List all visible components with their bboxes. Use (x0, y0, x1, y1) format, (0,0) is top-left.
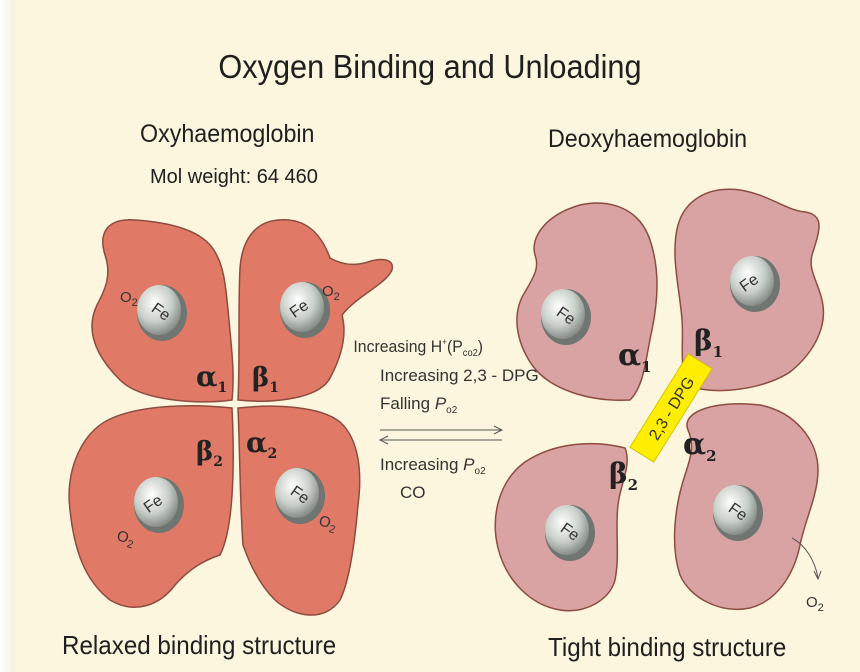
condition-increasing-h: Increasing H+(Pco2) (353, 337, 483, 359)
condition-increasing-po2: Increasing Po2 (380, 455, 486, 477)
fe-sphere-beta2: Fe (545, 505, 595, 561)
fe-sphere-alpha2: Fe (713, 485, 763, 541)
fe-sphere-alpha1: Fe (541, 289, 591, 345)
oxyhaemoglobin-structure (69, 220, 392, 615)
condition-falling-po2: Falling Po2 (380, 394, 458, 416)
condition-increasing-dpg: Increasing 2,3 - DPG (380, 366, 539, 385)
released-o2-label: O2 (806, 594, 824, 614)
fe-sphere-alpha2: Fe (275, 468, 325, 524)
fe-sphere-beta1: Fe (730, 256, 780, 312)
beta2-label: β2 (609, 457, 638, 494)
fe-sphere-beta2: Fe (134, 477, 184, 533)
condition-co: CO (400, 483, 426, 502)
equilibrium-arrows (380, 426, 502, 444)
fe-sphere-alpha1: Fe (137, 285, 187, 341)
